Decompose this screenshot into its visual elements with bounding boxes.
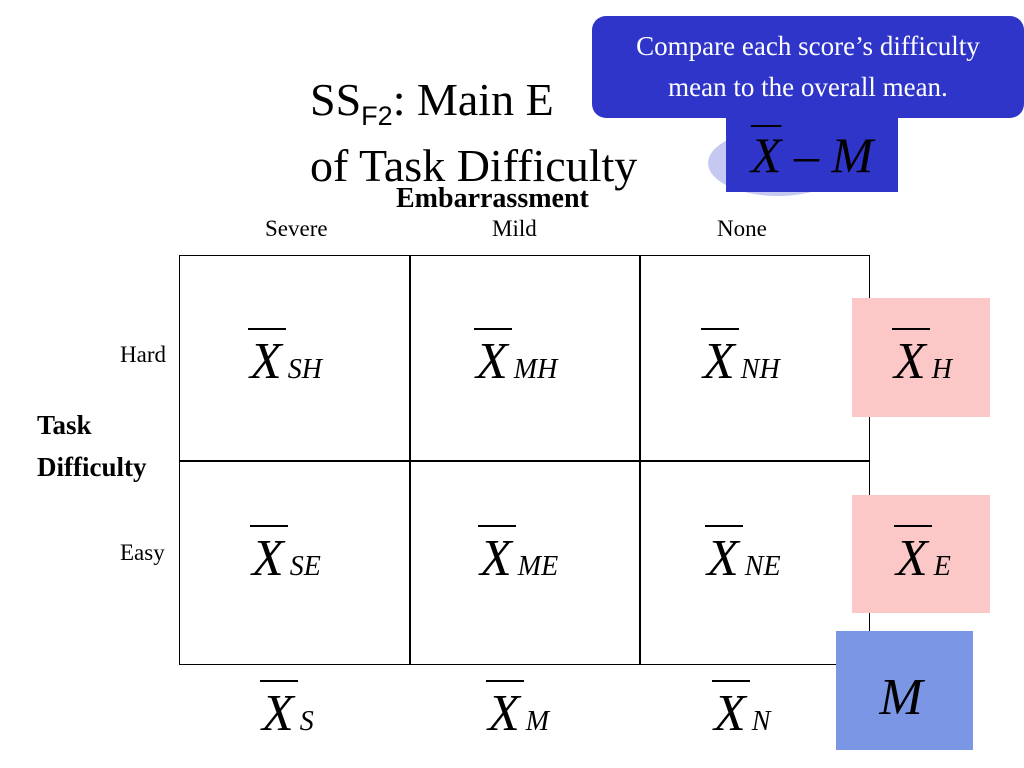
row-mean-hard-box <box>852 298 990 417</box>
row-factor-label: Task Difficulty <box>37 404 146 488</box>
column-mean-subscript: M <box>525 706 550 737</box>
row-mean-subscript: E <box>933 551 951 582</box>
row-mean-x: X <box>894 525 932 587</box>
row-mean-subscript: H <box>931 354 952 385</box>
column-mean-subscript: S <box>299 706 314 737</box>
row-mean-easy-box <box>852 495 990 613</box>
column-factor-label: Embarrassment <box>396 183 589 214</box>
column-level-mild: Mild <box>492 216 537 241</box>
column-mean-x: X <box>712 680 750 742</box>
cell-mean-x: X <box>701 328 739 390</box>
cell-mean-subscript: MH <box>513 354 558 385</box>
column-level-severe: Severe <box>265 216 328 241</box>
column-mean-subscript: N <box>751 706 771 737</box>
title-ss: SS <box>310 74 362 125</box>
table-divider-h <box>179 460 870 462</box>
cell-mean-x: X <box>248 328 286 390</box>
row-factor-label-line-2: Difficulty <box>37 452 147 482</box>
cell-mean-x: X <box>474 328 512 390</box>
column-mean-x: X <box>486 680 524 742</box>
cell-mean-subscript: SH <box>287 354 322 385</box>
callout-line-2: mean to the overall mean. <box>668 72 948 102</box>
cell-mean-subscript: ME <box>517 551 559 582</box>
row-mean-x: X <box>892 328 930 390</box>
formula-m: M <box>831 127 874 183</box>
formula-box: X – M <box>726 118 898 192</box>
grand-mean: M <box>879 669 923 726</box>
cell-mean-subscript: NH <box>740 354 780 385</box>
title-line-1-rest: : Main E <box>392 74 554 125</box>
row-level-hard: Hard <box>120 342 166 367</box>
row-factor-label-line-1: Task <box>37 410 92 440</box>
title-subscript: F2 <box>361 101 393 131</box>
cell-mean-subscript: NE <box>744 551 781 582</box>
cell-mean-subscript: SE <box>289 551 321 582</box>
callout: Compare each score’s difficulty mean to … <box>592 16 1024 118</box>
column-mean-x: X <box>260 680 298 742</box>
cell-mean-x: X <box>478 525 516 587</box>
callout-line-1: Compare each score’s difficulty <box>636 31 980 61</box>
row-level-easy: Easy <box>120 540 165 565</box>
column-level-none: None <box>717 216 767 241</box>
slide-title: SSF2: Main E of Task Difficulty <box>310 70 637 196</box>
formula-x-bar: X <box>750 127 782 183</box>
title-line-1: SSF2: Main E <box>310 70 637 136</box>
title-line-2: of Task Difficulty <box>310 140 638 191</box>
cell-mean-x: X <box>250 525 288 587</box>
formula-minus: – <box>781 127 832 183</box>
grand-mean-box <box>836 631 973 750</box>
cell-mean-x: X <box>705 525 743 587</box>
